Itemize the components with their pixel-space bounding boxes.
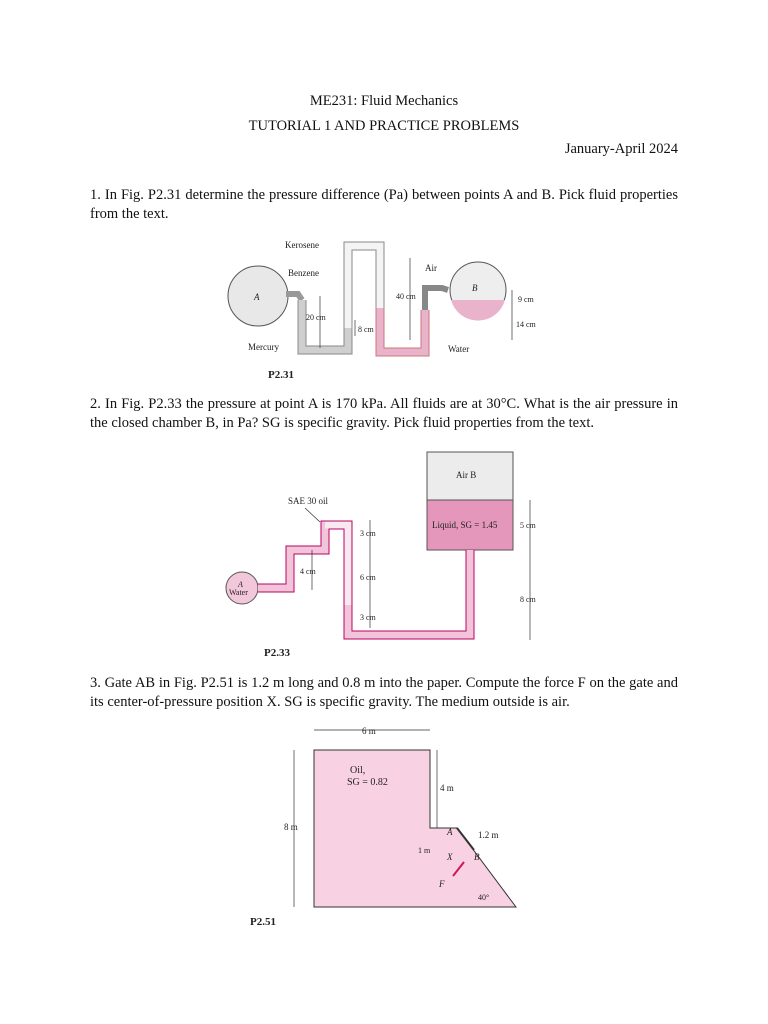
problem-1-text: 1. In Fig. P2.31 determine the pressure … — [90, 186, 678, 224]
tutorial-title: TUTORIAL 1 AND PRACTICE PROBLEMS — [248, 118, 520, 134]
figure-label-p2-31: P2.31 — [268, 369, 294, 381]
dim-8cm: 8 cm — [358, 325, 375, 334]
figure-label-p2-51: P2.51 — [250, 916, 276, 928]
label-a: A — [446, 827, 453, 837]
label-water: Water — [229, 588, 248, 597]
dim-5cm: 5 cm — [520, 521, 537, 530]
figure-label-p2-33: P2.33 — [264, 647, 290, 659]
problem-statement: In Fig. P2.33 the pressure at point A is… — [90, 396, 678, 431]
label-f: F — [438, 879, 445, 889]
label-water: Water — [448, 344, 469, 354]
dim-3cm-bottom: 3 cm — [360, 613, 377, 622]
dim-20cm: 20 cm — [306, 313, 327, 322]
dim-6m: 6 m — [362, 726, 376, 736]
dim-8cm: 8 cm — [520, 595, 537, 604]
dim-1-2m: 1.2 m — [478, 830, 499, 840]
problem-statement: Gate AB in Fig. P2.51 is 1.2 m long and … — [90, 675, 678, 710]
label-sae-oil: SAE 30 oil — [288, 496, 329, 506]
figure-p2-31: A B Kerosene Benzene Air 40 cm 9 cm 14 c… — [227, 240, 537, 381]
figure-p2-33: Air B Liquid, SG = 1.45 A Water SAE 30 o… — [225, 451, 537, 659]
label-b: B — [474, 852, 480, 862]
label-kerosene: Kerosene — [285, 240, 319, 250]
course-title: ME231: Fluid Mechanics — [309, 93, 459, 109]
problem-number: 1. — [90, 187, 101, 203]
term-date: January-April 2024 — [564, 141, 678, 157]
label-a: A — [237, 580, 243, 589]
label-x: X — [446, 852, 453, 862]
figure-p2-51: 6 m Oil, SG = 0.82 4 m 8 m 1.2 m 1 m A B… — [250, 726, 517, 928]
label-mercury: Mercury — [248, 342, 279, 352]
dim-3cm-top: 3 cm — [360, 529, 377, 538]
label-benzene: Benzene — [288, 268, 319, 278]
label-b: B — [472, 283, 478, 293]
dim-40cm: 40 cm — [396, 292, 417, 301]
label-liquid: Liquid, SG = 1.45 — [432, 520, 498, 530]
oil-tank — [313, 749, 517, 908]
label-sg: SG = 0.82 — [347, 777, 388, 788]
dim-8m: 8 m — [284, 822, 298, 832]
dim-14cm: 14 cm — [516, 320, 537, 329]
dim-6cm: 6 cm — [360, 573, 377, 582]
dim-4m: 4 m — [440, 783, 454, 793]
problem-number: 3. — [90, 675, 101, 691]
dim-1m: 1 m — [418, 846, 431, 855]
label-air: Air — [425, 263, 437, 273]
gate-ab — [456, 827, 475, 851]
problem-statement: In Fig. P2.31 determine the pressure dif… — [90, 187, 678, 222]
problem-2-text: 2. In Fig. P2.33 the pressure at point A… — [90, 395, 678, 433]
problem-3-text: 3. Gate AB in Fig. P2.51 is 1.2 m long a… — [90, 674, 678, 712]
problem-number: 2. — [90, 396, 101, 412]
force-arrow — [452, 861, 465, 877]
label-angle: 40° — [478, 893, 489, 902]
dim-9cm: 9 cm — [518, 295, 535, 304]
label-air-b: Air B — [456, 470, 476, 480]
label-oil: Oil, — [350, 765, 365, 776]
label-a: A — [253, 292, 260, 302]
dim-4cm: 4 cm — [300, 567, 317, 576]
